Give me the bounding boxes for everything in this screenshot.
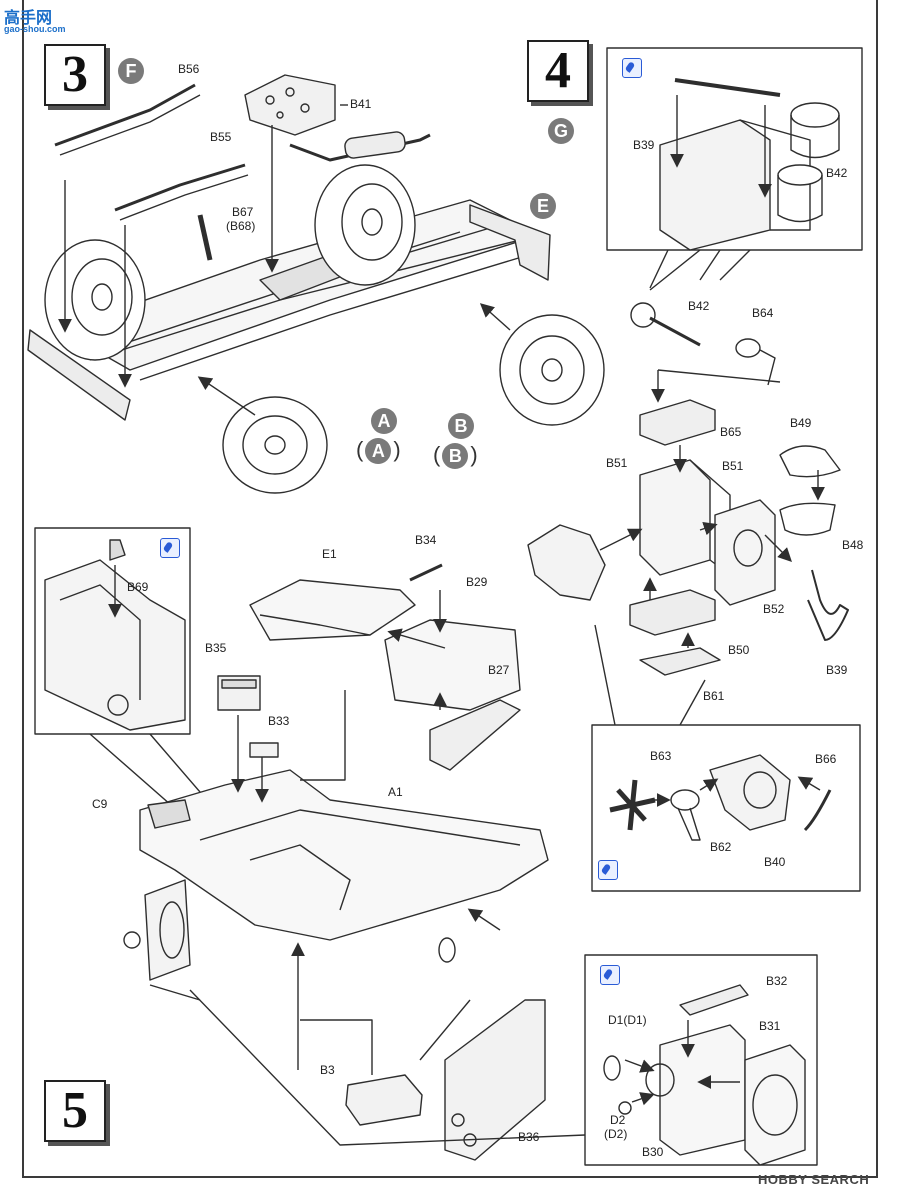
watermark-url: gao-shou.com (4, 24, 66, 34)
label-b36: B36 (518, 1130, 540, 1144)
step5-body-drawing (123, 563, 586, 1161)
right-border (876, 0, 878, 1178)
label-b39-inset: B39 (633, 138, 655, 152)
step3-letter-b-paren: (B) (433, 442, 478, 470)
step4-sub-letter: G (548, 118, 574, 144)
label-b35: B35 (205, 641, 227, 655)
label-b64: B64 (752, 306, 774, 320)
label-b51-right: B51 (722, 459, 744, 473)
label-b30: B30 (642, 1145, 664, 1159)
step-number-5: 5 (44, 1080, 106, 1142)
label-d2-paren: (D2) (604, 1127, 628, 1141)
label-b51-left: B51 (606, 456, 628, 470)
watermark-title: 高手网 (4, 10, 53, 27)
step-number-4: 4 (527, 40, 589, 102)
label-b49: B49 (790, 416, 812, 430)
step3-letter-a-paren: (A) (356, 437, 401, 465)
label-b39: B39 (826, 663, 848, 677)
label-c9: C9 (92, 797, 108, 811)
step5-radiator-inset-drawing (603, 984, 806, 1166)
step3-letter-b: B (448, 413, 474, 439)
step3-letter-a: A (371, 408, 397, 434)
label-b31: B31 (759, 1019, 781, 1033)
label-b48: B48 (842, 538, 864, 552)
glue-icon-b69 (160, 538, 180, 558)
label-b62: B62 (710, 840, 732, 854)
label-b29: B29 (466, 575, 488, 589)
glue-icon-fan (598, 860, 618, 880)
step3-letter-e: E (530, 193, 556, 219)
label-b61: B61 (703, 689, 725, 703)
label-b56: B56 (178, 62, 200, 76)
step4-fan-inset-drawing (609, 754, 832, 841)
label-b69: B69 (127, 580, 149, 594)
label-d1: D1(D1) (608, 1013, 647, 1027)
bottom-border (22, 1176, 878, 1178)
label-b67: B67 (232, 205, 254, 219)
left-border (22, 0, 24, 1178)
step3-sub-letter: F (118, 58, 144, 84)
brand-watermark: HOBBY SEARCH (758, 1172, 870, 1187)
label-b50: B50 (728, 643, 750, 657)
step-number-3: 3 (44, 44, 106, 106)
glue-icon-radiator (600, 965, 620, 985)
label-d2: D2 (610, 1113, 626, 1127)
label-b42-inset: B42 (826, 166, 848, 180)
label-b63: B63 (650, 749, 672, 763)
label-b33: B33 (268, 714, 290, 728)
label-b68: (B68) (226, 219, 256, 233)
label-b42: B42 (688, 299, 710, 313)
label-b34: B34 (415, 533, 437, 547)
label-b52: B52 (763, 602, 785, 616)
label-b40: B40 (764, 855, 786, 869)
step4-engine-drawing (527, 302, 849, 726)
glue-icon (622, 58, 642, 78)
label-a1: A1 (388, 785, 403, 799)
label-b41: B41 (350, 97, 372, 111)
step3-chassis-drawing (27, 74, 605, 494)
label-e1: E1 (322, 547, 337, 561)
label-b3: B3 (320, 1063, 335, 1077)
label-b27: B27 (488, 663, 510, 677)
label-b65: B65 (720, 425, 742, 439)
label-b32: B32 (766, 974, 788, 988)
step4-inset-drawing (649, 78, 840, 291)
label-b55: B55 (210, 130, 232, 144)
label-b66: B66 (815, 752, 837, 766)
